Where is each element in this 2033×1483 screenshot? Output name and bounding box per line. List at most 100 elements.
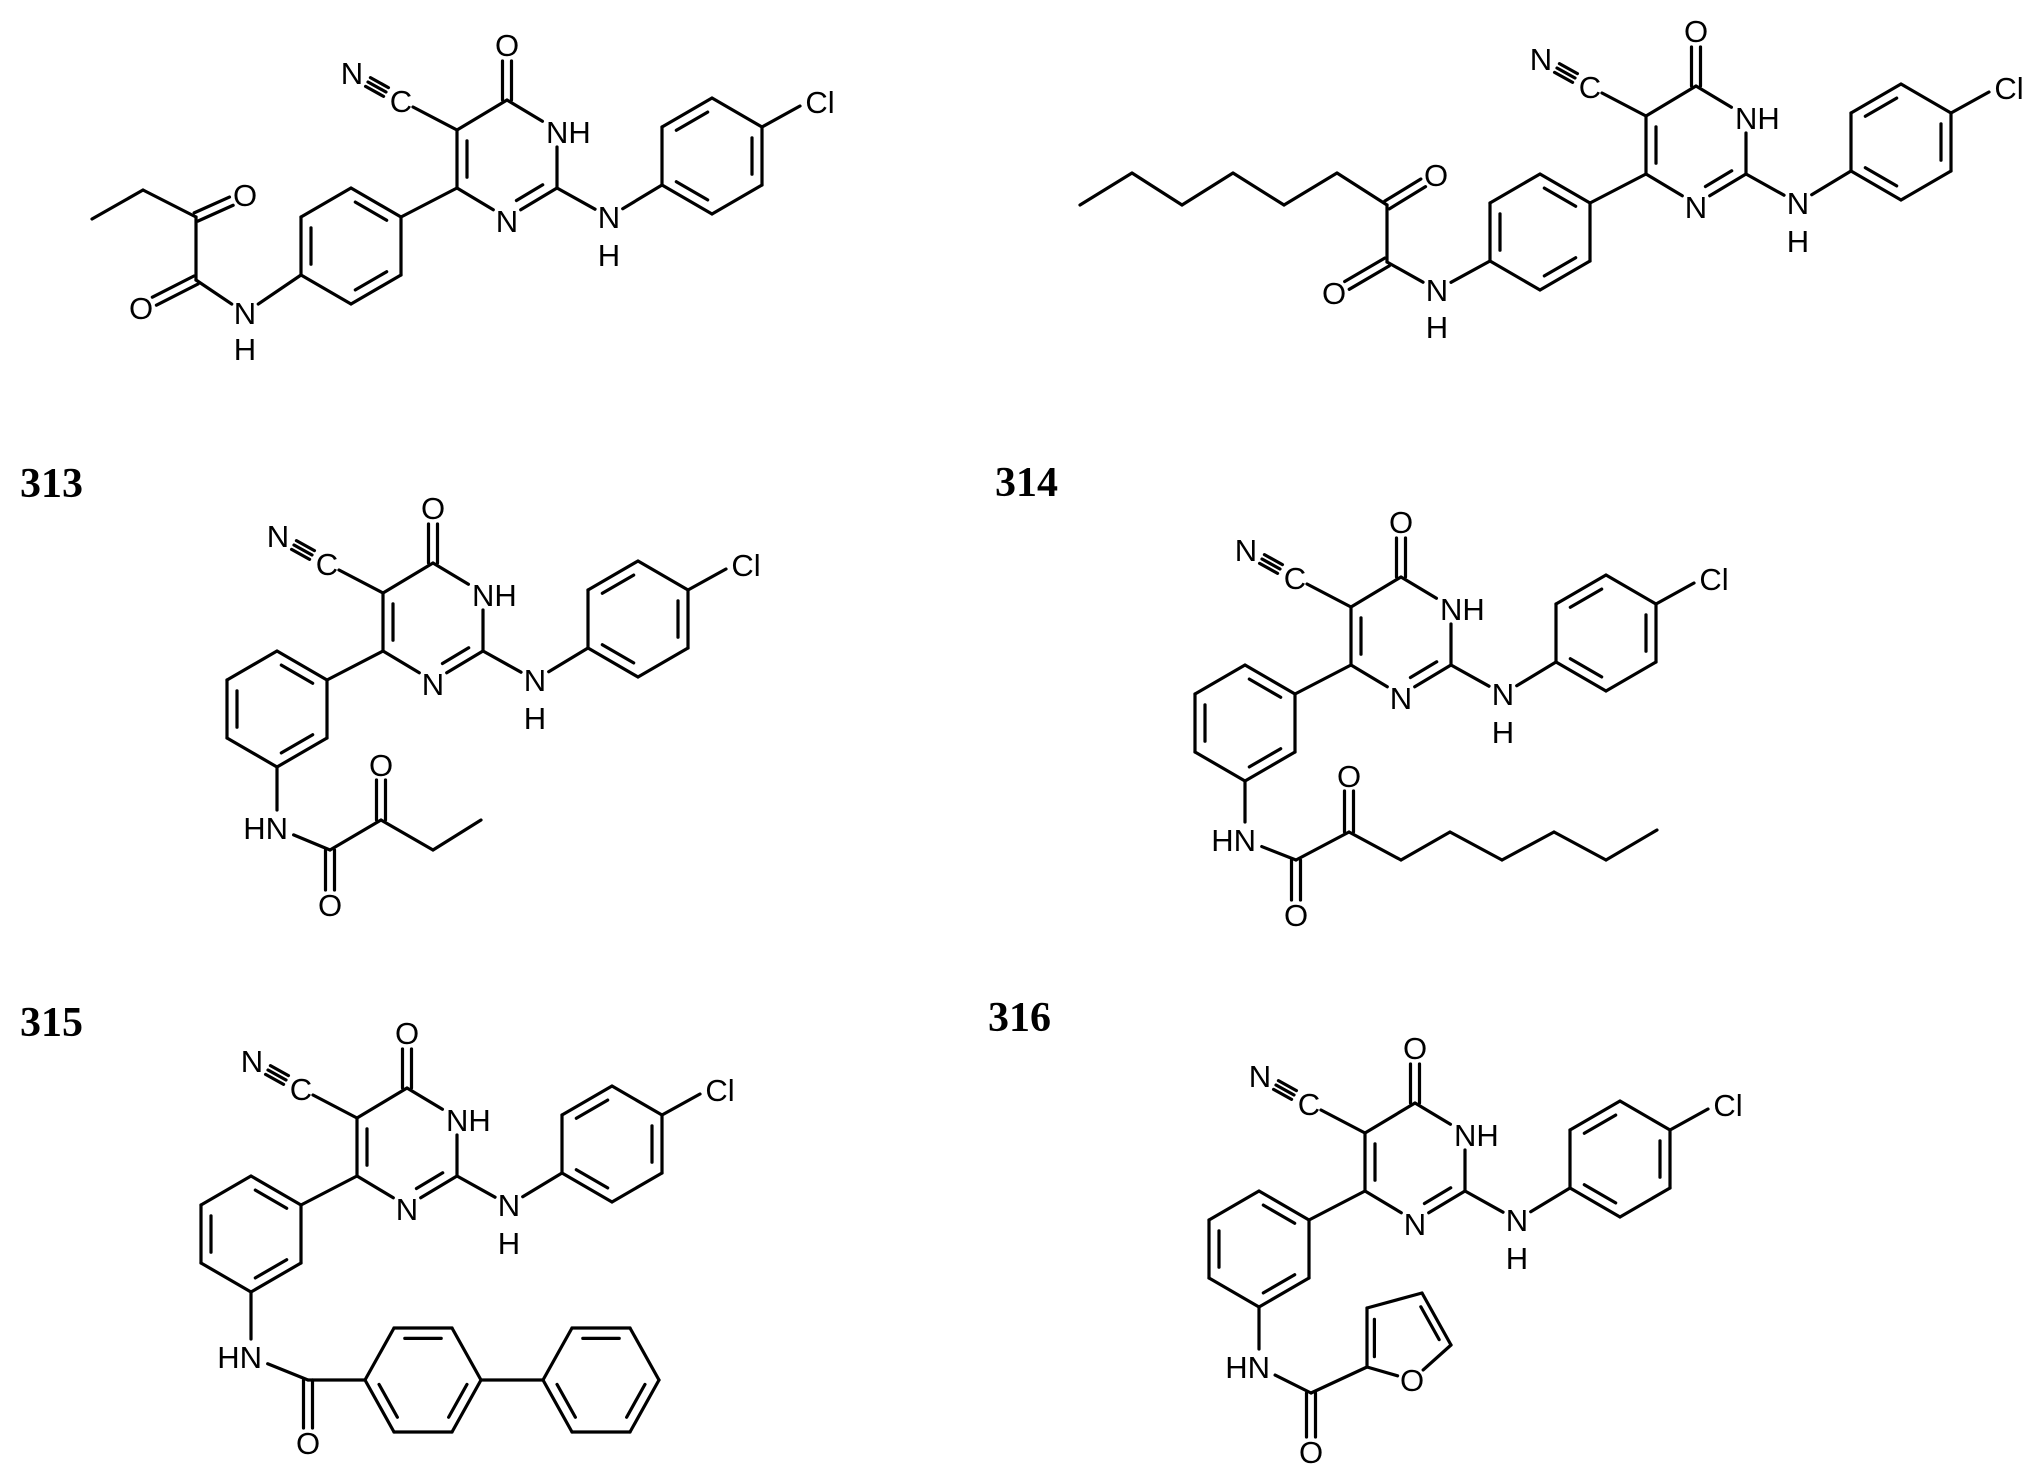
ring-bond [301, 275, 351, 304]
amine-hydrogen-label: H [498, 1226, 520, 1261]
ring-nh-label: NH [1454, 1118, 1499, 1153]
nitrile-bond [1602, 93, 1646, 116]
ring-bond [1401, 577, 1436, 598]
aromatic-inner-bond [1421, 1307, 1439, 1340]
ring-bond [1351, 577, 1401, 607]
nitrile-bond [1321, 1110, 1365, 1133]
amide-oxygen-label: O [1284, 898, 1308, 933]
amine-nitrogen-label: N [524, 663, 546, 698]
chlorine-label: Cl [705, 1073, 734, 1108]
nitrile-bond [1307, 584, 1351, 607]
carbonyl-oxygen-label: O [395, 1016, 419, 1051]
compound-label-316: 316 [988, 995, 1051, 1041]
alkyl-bond [1606, 830, 1657, 860]
amide-oxygen-label: O [1322, 276, 1346, 311]
amide-nitrogen-label: N [234, 296, 256, 331]
single-bond [1517, 662, 1556, 686]
molecule-3: ONHNCNNHClHNOO [227, 491, 761, 923]
phenylene-ring [301, 188, 401, 304]
nitrile-carbon-label: C [1298, 1087, 1320, 1122]
single-bond [1465, 1191, 1503, 1212]
ring-bond [357, 1176, 393, 1198]
ring-bond [712, 185, 762, 214]
ring-bond [1696, 86, 1731, 107]
ring-bond [1351, 665, 1387, 687]
ring-bond [1620, 1188, 1670, 1217]
ring-bond [457, 100, 507, 130]
amine-hydrogen-label: H [1492, 715, 1514, 750]
chlorophenyl-ring [562, 1086, 662, 1202]
ring-nitrogen-label: N [422, 667, 444, 702]
ring-bond [447, 651, 483, 673]
nitrile-nitrogen-label: N [267, 519, 289, 554]
single-bond [401, 188, 457, 217]
nitrile-bond [413, 107, 457, 130]
ring-bond [612, 1173, 662, 1202]
ring-nh-label: NH [1735, 101, 1780, 136]
ring-bond [357, 1088, 407, 1118]
alkyl-bond [1450, 832, 1502, 860]
ring-bond [1490, 261, 1540, 290]
single-bond [549, 648, 588, 672]
chlorine-bond [662, 1094, 700, 1115]
ring-bond [1606, 575, 1656, 604]
phenylene-ring [1195, 665, 1295, 781]
carbonyl-oxygen-label: O [1403, 1031, 1427, 1066]
ring-bond [507, 100, 542, 121]
ring-bond [421, 1176, 457, 1198]
amide-hn-label: HN [243, 811, 288, 846]
molecule-2: ONHNCNNHClNHOO [1080, 14, 2024, 345]
ring-bond [1710, 174, 1746, 196]
phenylene-ring [1490, 174, 1590, 290]
single-bond [268, 1364, 308, 1380]
single-bond [623, 185, 662, 209]
ring-bond [543, 1328, 572, 1380]
amide-hn-label: HN [1211, 823, 1256, 858]
ring-bond [1209, 1191, 1259, 1220]
ring-bond [1365, 1103, 1415, 1133]
ring-bond [1415, 665, 1451, 687]
carbonyl-oxygen-label: O [421, 491, 445, 526]
alkyl-bond [433, 820, 481, 850]
double-bond [1349, 266, 1389, 289]
ring-bond [227, 651, 277, 680]
chlorine-label: Cl [1994, 71, 2023, 106]
single-bond [457, 1176, 495, 1197]
ring-bond [1195, 752, 1245, 781]
ring-bond [712, 98, 762, 127]
single-bond [483, 651, 521, 672]
ring-bond [433, 563, 468, 584]
amine-hydrogen-label: H [1506, 1241, 1528, 1276]
chlorine-label: Cl [731, 548, 760, 583]
ring-nh-label: NH [472, 578, 517, 613]
ring-bond [521, 188, 557, 210]
chlorophenyl-ring [1556, 575, 1656, 691]
nitrile-bond [313, 1095, 357, 1118]
ketone-oxygen-label: O [233, 178, 257, 213]
ring-bond [612, 1086, 662, 1115]
double-bond [1389, 187, 1425, 209]
amine-hydrogen-label: H [1787, 224, 1809, 259]
molecule-5: ONHNCNNHClHNO [201, 1016, 735, 1461]
chlorophenyl-ring [1570, 1101, 1670, 1217]
phenylene-ring [1209, 1191, 1309, 1307]
molecule-1: ONHNCNNHClNHOO [92, 28, 835, 367]
ketone-oxygen-label: O [1424, 158, 1448, 193]
amine-nitrogen-label: N [598, 200, 620, 235]
amide-hn-label: HN [1225, 1350, 1270, 1385]
pyrimidinone-ring [357, 1088, 457, 1198]
molecule-4: ONHNCNNHClHNOO [1195, 505, 1729, 933]
amide-oxygen-label: O [318, 888, 342, 923]
pyrimidinone-ring [1365, 1103, 1465, 1213]
compound-label-315: 315 [20, 1000, 83, 1046]
ring-bond [1490, 174, 1540, 203]
single-bond [1746, 174, 1784, 195]
ring-bond [365, 1328, 394, 1380]
nitrile-nitrogen-label: N [1235, 533, 1257, 568]
ring-bond [1209, 1278, 1259, 1307]
ring-nitrogen-label: N [1390, 681, 1412, 716]
nitrile-carbon-label: C [290, 1072, 312, 1107]
alkyl-bond [1554, 832, 1606, 860]
chlorine-bond [1951, 92, 1989, 113]
single-bond [1423, 1345, 1451, 1370]
